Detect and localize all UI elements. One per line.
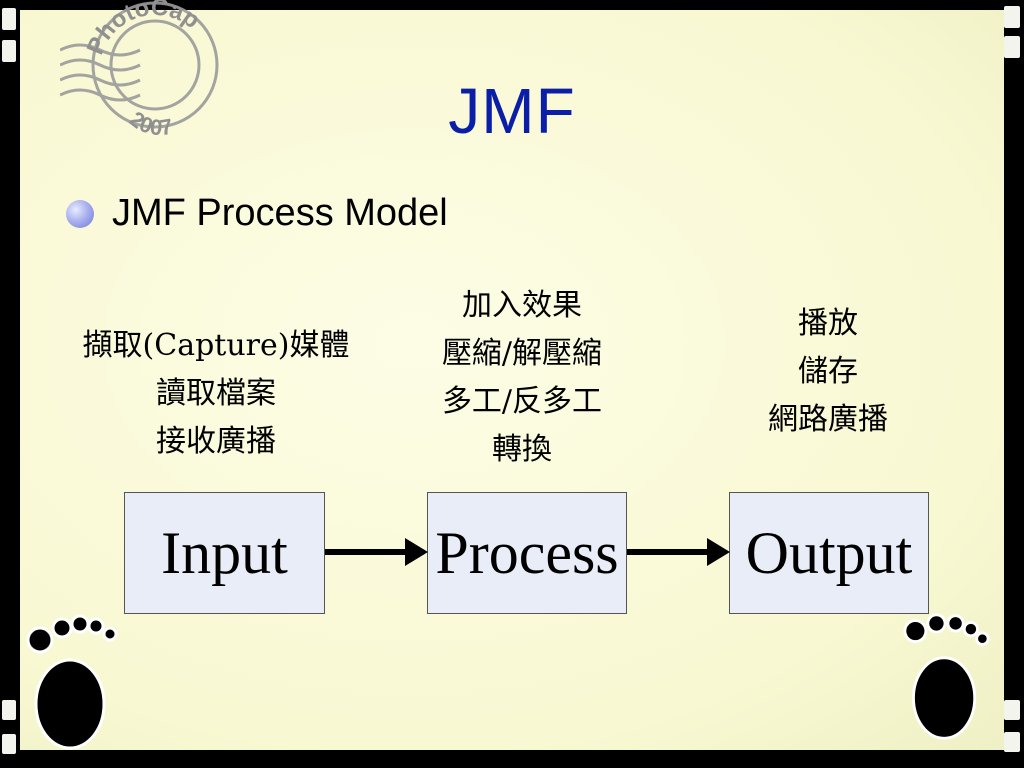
footprint-left-icon [26,614,118,750]
frame-hole [1004,700,1020,720]
output-description-line: 儲存 [798,354,858,389]
process-description-line: 加入效果 [462,288,582,323]
output-description-line: 播放 [798,306,858,341]
svg-text:PhotoCap: PhotoCap [82,0,205,58]
slide-title: JMF [448,75,576,147]
input-box: Input [124,492,325,614]
process-description-line: 多工/反多工 [441,384,603,419]
bullet-dot-icon [66,199,94,228]
process-description-line: 壓縮/解壓縮 [441,336,603,371]
output-description: 播放 儲存 網路廣播 [728,300,928,444]
input-description-line: 接收廣播 [156,424,276,459]
process-description: 加入效果 壓縮/解壓縮 多工/反多工 轉換 [392,282,652,474]
frame-hole [2,8,16,30]
frame-hole [1004,732,1020,752]
input-description-line: 擷取(Capture)媒體 [82,328,350,363]
frame-hole [2,700,16,720]
input-description: 擷取(Capture)媒體 讀取檔案 接收廣播 [66,322,366,466]
frame-hole [2,40,16,62]
bullet-item: JMF Process Model [66,192,448,235]
frame-hole [2,734,16,754]
output-description-line: 網路廣播 [768,402,888,437]
input-description-line: 讀取檔案 [156,376,276,411]
process-description-line: 轉換 [492,432,552,467]
slide-paper [20,10,1004,750]
photocap-stamp-logo: PhotoCap 2007 [60,0,219,140]
footprint-right-icon [903,613,990,740]
frame-hole [1004,36,1020,58]
process-box: Process [427,492,627,614]
frame-hole [1004,6,1020,28]
output-box: Output [729,492,929,614]
bullet-text: JMF Process Model [112,192,448,234]
